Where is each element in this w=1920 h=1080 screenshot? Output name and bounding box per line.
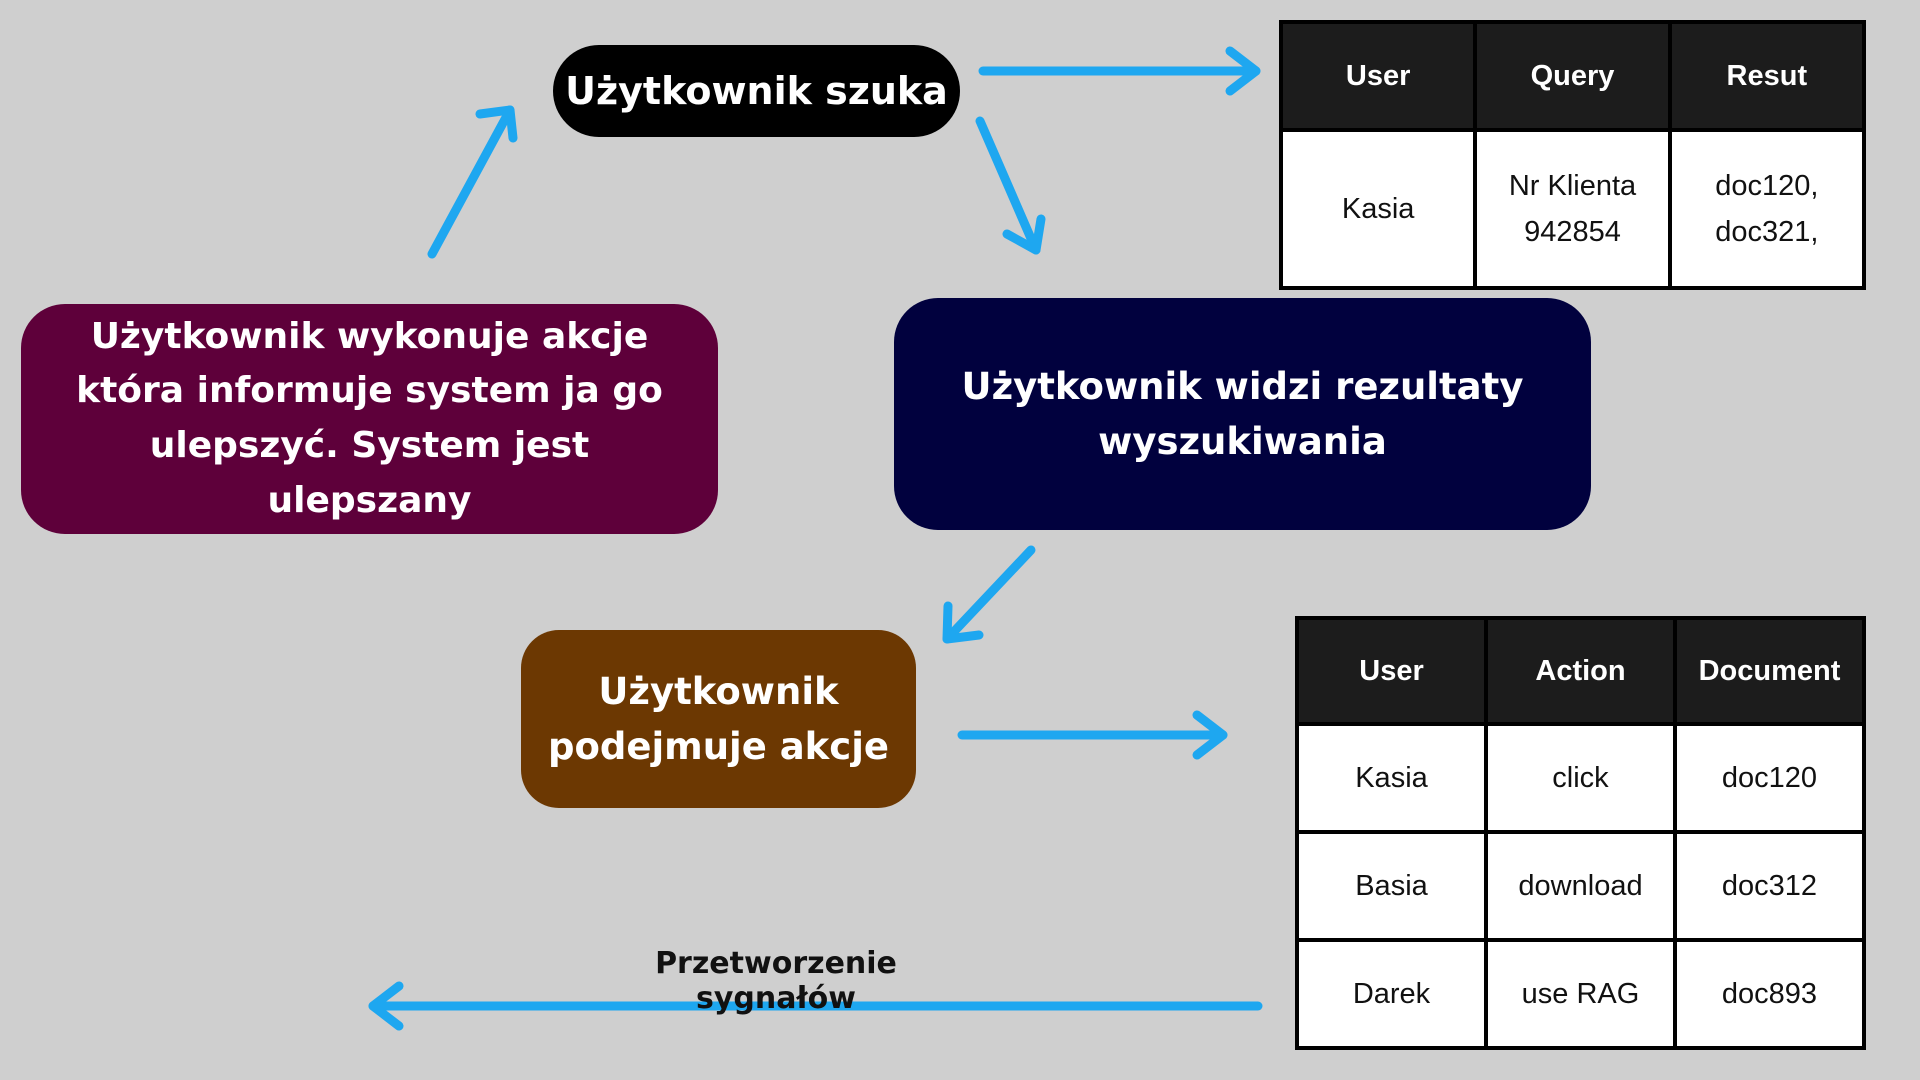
table-cell: click — [1484, 722, 1677, 834]
step-user-takes-action: Użytkownik podejmuje akcje — [521, 630, 916, 808]
table-header-row: User Query Resut — [1278, 20, 1867, 132]
signal-processing-label: Przetworzenie sygnałów — [655, 946, 897, 1016]
step-system-improved: Użytkownik wykonuje akcje która informuj… — [21, 304, 718, 534]
table-cell: doc893 — [1673, 938, 1866, 1050]
table-cell: doc120, doc321, — [1667, 128, 1867, 290]
query-log-table: User Query Resut Kasia Nr Klienta 942854… — [1278, 20, 1867, 290]
table-cell: Darek — [1295, 938, 1488, 1050]
column-header-result: Resut — [1667, 20, 1867, 132]
step-user-takes-action-label: Użytkownik podejmuje akcje — [547, 669, 889, 769]
table-cell: doc120 — [1673, 722, 1866, 834]
arrow-action-to-table — [957, 710, 1228, 760]
table-header-row: User Action Document — [1295, 616, 1866, 726]
table-row: Darek use RAG doc893 — [1295, 938, 1866, 1050]
arrow-search-to-results — [975, 116, 1046, 255]
column-header-user: User — [1295, 616, 1488, 726]
arrow-signal-processing — [368, 981, 1263, 1031]
step-user-sees-results: Użytkownik widzi rezultaty wyszukiwania — [894, 298, 1591, 530]
column-header-query: Query — [1473, 20, 1672, 132]
table-row: Kasia Nr Klienta 942854 doc120, doc321, — [1278, 128, 1867, 290]
arrow-improve-to-search — [427, 105, 518, 259]
table-cell: use RAG — [1484, 938, 1677, 1050]
table-row: Kasia click doc120 — [1295, 722, 1866, 834]
table-row: Basia download doc312 — [1295, 830, 1866, 942]
step-user-searches-label: Użytkownik szuka — [565, 68, 948, 113]
table-cell: Kasia — [1295, 722, 1488, 834]
step-user-searches: Użytkownik szuka — [553, 45, 960, 137]
table-cell: Nr Klienta 942854 — [1473, 128, 1672, 290]
table-cell: Basia — [1295, 830, 1488, 942]
arrow-search-to-table — [978, 46, 1261, 96]
step-user-sees-results-label: Użytkownik widzi rezultaty wyszukiwania — [961, 364, 1524, 464]
step-system-improved-label: Użytkownik wykonuje akcje która informuj… — [76, 315, 663, 521]
column-header-document: Document — [1673, 616, 1866, 726]
table-cell: doc312 — [1673, 830, 1866, 942]
action-log-table: User Action Document Kasia click doc120 … — [1295, 616, 1866, 1050]
arrow-results-to-action — [942, 545, 1036, 644]
column-header-user: User — [1278, 20, 1478, 132]
table-cell: download — [1484, 830, 1677, 942]
column-header-action: Action — [1484, 616, 1677, 726]
table-cell: Kasia — [1278, 128, 1478, 290]
